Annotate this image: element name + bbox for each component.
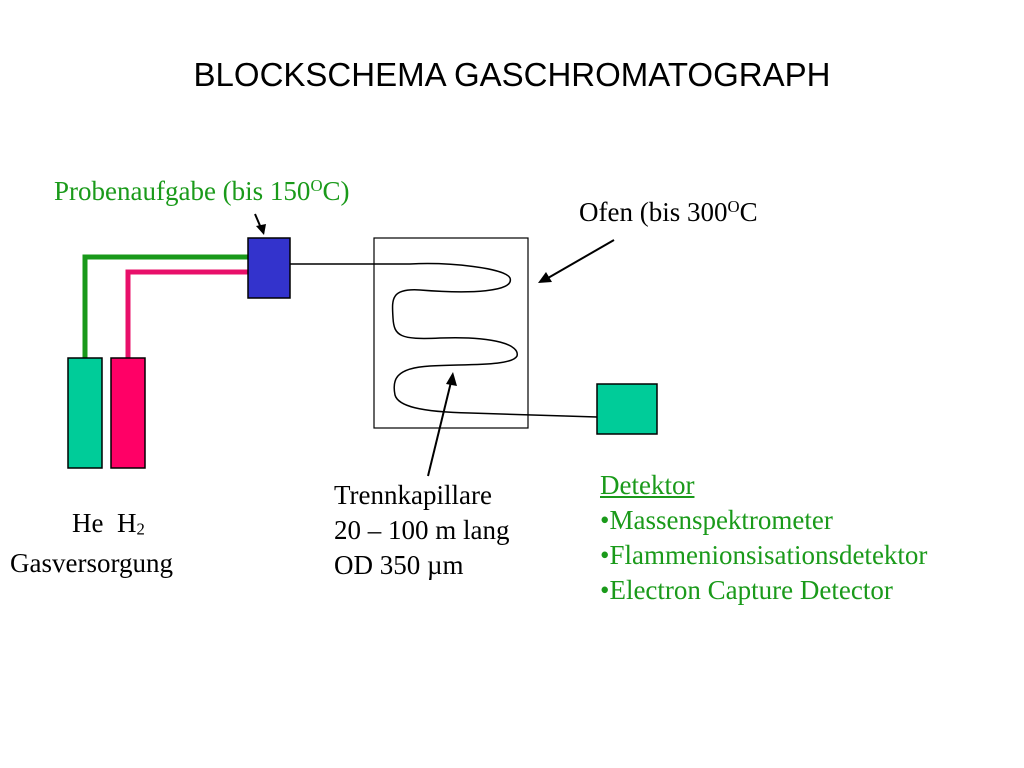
sample-injection-label: Probenaufgabe (bis 150OC) <box>54 175 350 206</box>
helium-line <box>82 254 248 358</box>
capillary-arrowhead <box>446 372 457 386</box>
detector-block <box>596 383 658 435</box>
hydrogen-line <box>125 269 248 358</box>
detector-item: •Flammenionsisationsdetektor <box>600 540 928 571</box>
capillary-label-line: 20 – 100 m lang <box>334 515 510 546</box>
diagram-title: BLOCKSCHEMA GASCHROMATOGRAPH <box>193 56 831 93</box>
oven-box <box>373 237 529 429</box>
column-to-detector-line <box>564 415 598 418</box>
detector-label: Detektor •Massenspektrometer •Flammenion… <box>600 468 927 608</box>
probe-arrowhead <box>256 224 266 235</box>
helium-cylinder <box>67 357 103 469</box>
oven-label: Ofen (bis 300OC <box>579 196 758 227</box>
capillary-label-line: Trennkapillare <box>334 480 492 510</box>
gas-names-label: He H2 <box>72 508 145 539</box>
detector-item: •Electron Capture Detector <box>600 575 893 606</box>
gas-supply-label: Gasversorgung <box>10 548 173 578</box>
detector-heading: Detektor <box>600 470 695 500</box>
capillary-label: Trennkapillare 20 – 100 m lang OD 350 µm <box>334 478 510 583</box>
detector-item: •Massenspektrometer <box>600 505 833 536</box>
capillary-arrow <box>427 381 452 477</box>
oven-arrow <box>547 239 615 279</box>
capillary-column <box>290 262 566 417</box>
injector-block <box>247 237 291 299</box>
capillary-label-line: OD 350 µm <box>334 550 464 581</box>
hydrogen-cylinder <box>110 357 146 469</box>
oven-arrowhead <box>538 272 552 283</box>
